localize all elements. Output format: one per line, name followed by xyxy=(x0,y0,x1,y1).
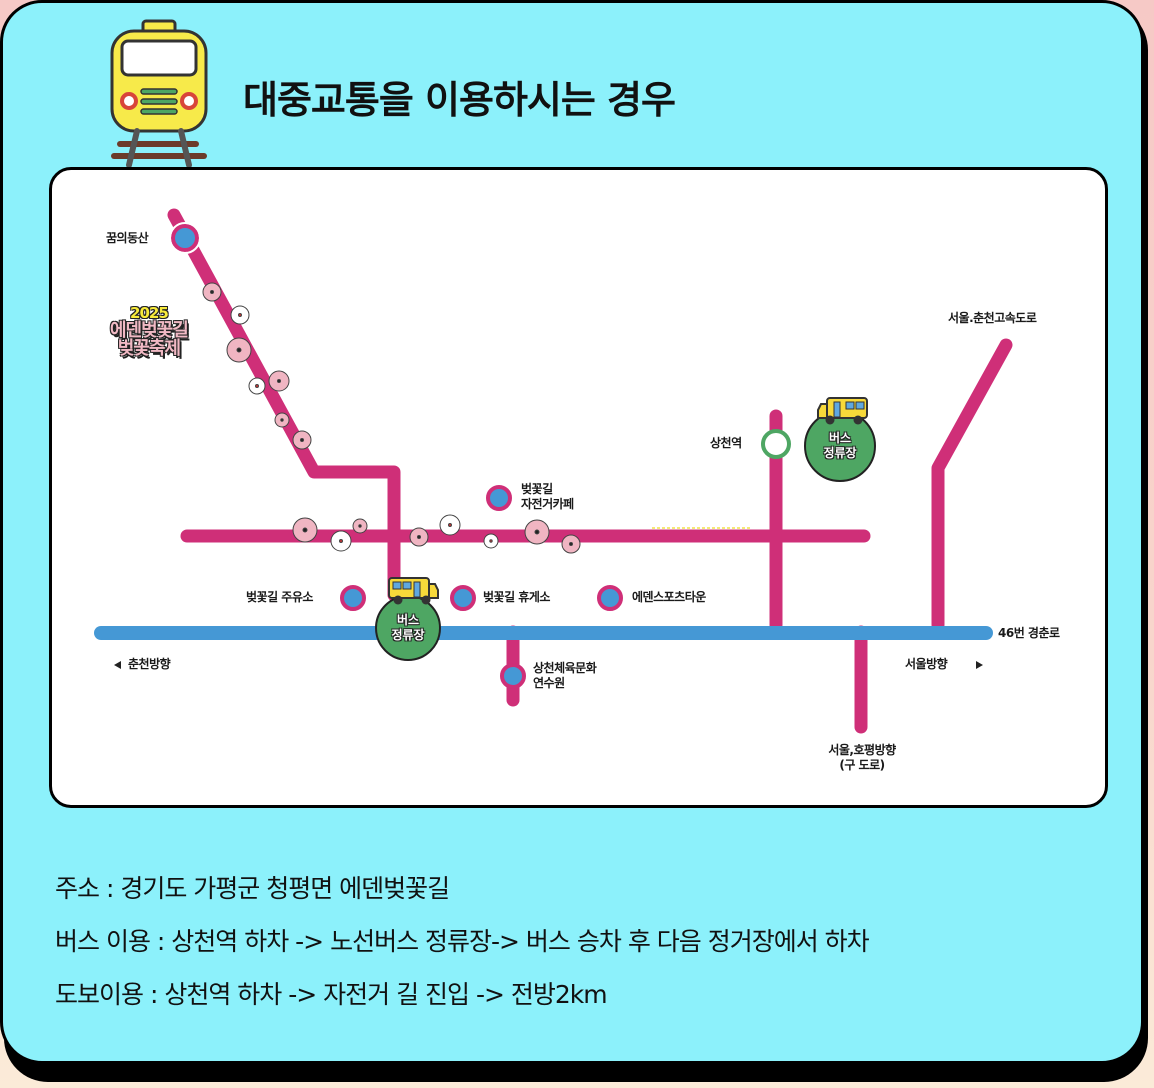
direction-label-chuncheon: 춘천방향 xyxy=(128,657,171,671)
transit-info-card: 대중교통을 이용하시는 경우 xyxy=(0,0,1144,1064)
station-label-bike-cafe: 벚꽃길 자전거카페 xyxy=(521,482,574,511)
station-label-rest-area: 벚꽃길 휴게소 xyxy=(483,590,550,604)
route-map: 2025 에덴벚꽃길 벚꽃축제 꿈의동산 벚꽃길 자전거카페 벚꽃길 주유소 벚… xyxy=(49,167,1108,808)
bus-stop-marker: 버스 정류장 xyxy=(375,595,441,661)
road-network xyxy=(94,208,1013,734)
bus-icon xyxy=(817,397,868,425)
train-icon xyxy=(110,19,208,167)
walk-directions-text: 도보이용 : 상천역 하차 -> 자전거 길 진입 -> 전방2km xyxy=(55,980,608,1009)
station-label-dream-hill: 꿈의동산 xyxy=(106,231,149,245)
bus-directions-text: 버스 이용 : 상천역 하차 -> 노선버스 정류장-> 버스 승차 후 다음 … xyxy=(55,927,870,956)
road-label-old-road: 서울,호평방향 (구 도로) xyxy=(828,743,896,772)
station-label-gas-station: 벚꽃길 주유소 xyxy=(246,590,313,604)
station-label-sangcheon: 상천역 xyxy=(710,436,742,450)
bus-stop-marker: 버스 정류장 xyxy=(804,410,876,482)
station-markers xyxy=(169,222,791,689)
direction-label-seoul: 서울방향 xyxy=(905,657,948,671)
page-title: 대중교통을 이용하시는 경우 xyxy=(243,78,676,122)
address-text: 주소 : 경기도 가평군 청평면 에덴벚꽃길 xyxy=(55,874,450,903)
station-label-eden-sports: 에덴스포츠타운 xyxy=(632,590,706,604)
bus-icon xyxy=(388,577,439,605)
festival-badge: 2025 에덴벚꽃길 벚꽃축제 xyxy=(110,304,189,359)
station-label-training-center: 상천체육문화 연수원 xyxy=(533,661,597,690)
road-label-highway: 서울.춘천고속도로 xyxy=(948,311,1037,325)
cherry-blossom-icons xyxy=(202,282,581,554)
road-label-route46: 46번 경춘로 xyxy=(998,626,1060,640)
